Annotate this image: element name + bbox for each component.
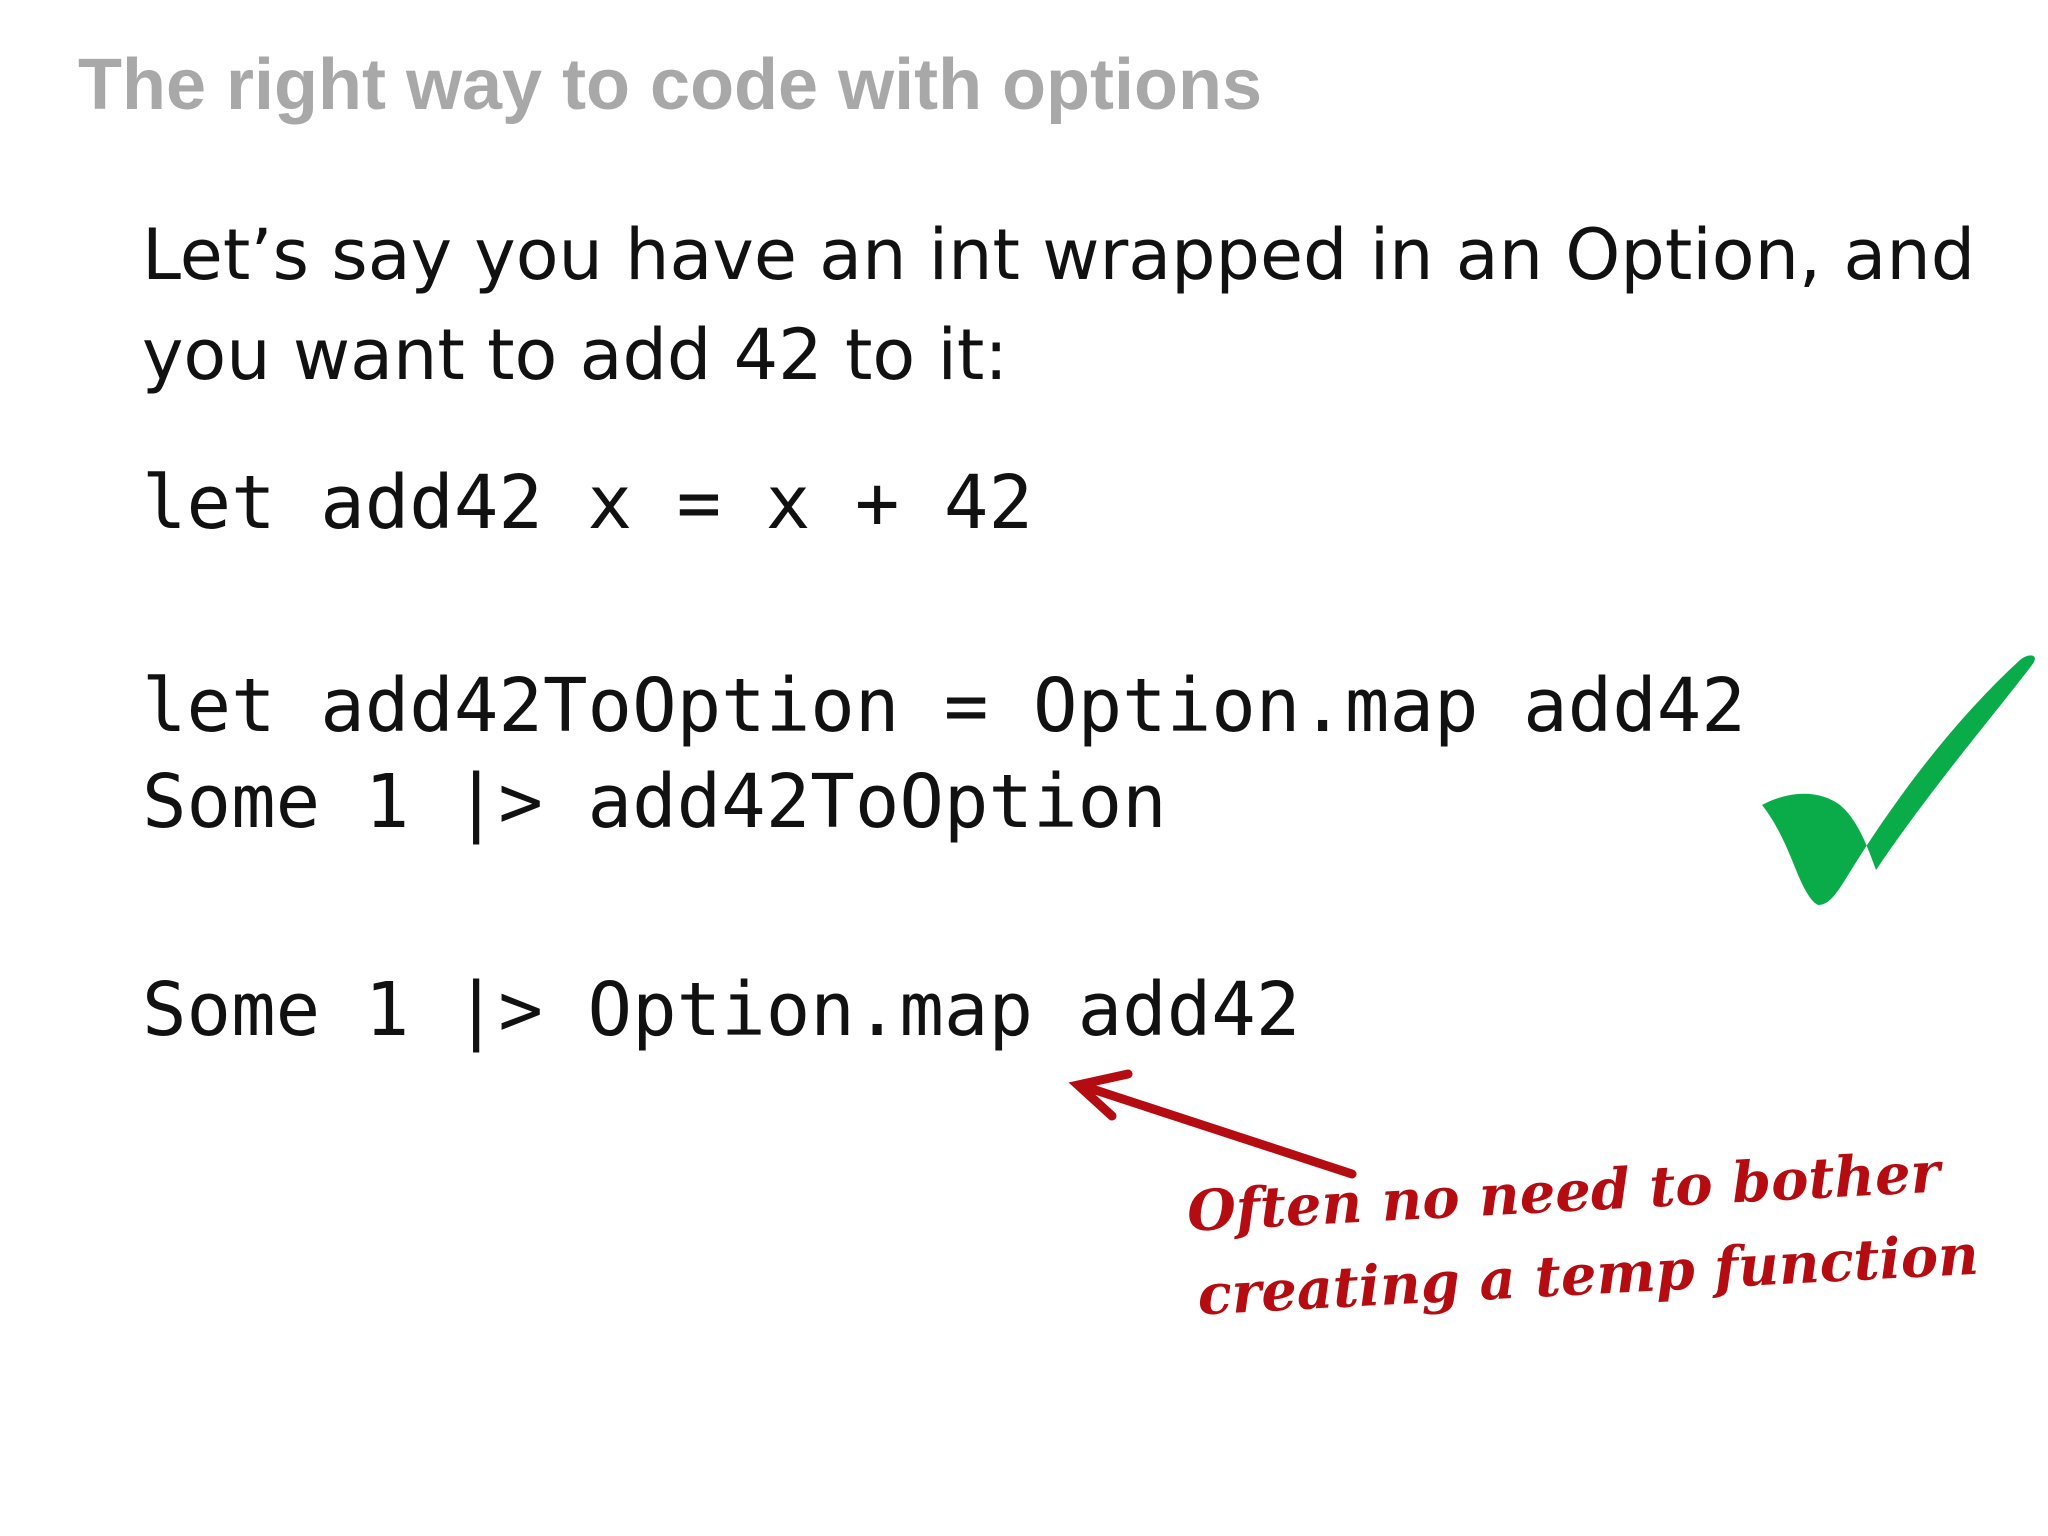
intro-line-2: you want to add 42 to it:	[142, 314, 1008, 396]
code-line-3: Some 1 |> add42ToOption	[142, 759, 1167, 845]
checkmark-icon	[1762, 655, 2035, 905]
arrow-icon	[1068, 1069, 1357, 1179]
code-line-1: let add42 x = x + 42	[142, 460, 1034, 546]
intro-text: Let’s say you have an int wrapped in an …	[142, 205, 1976, 405]
intro-line-1: Let’s say you have an int wrapped in an …	[142, 214, 1976, 296]
code-line-2: let add42ToOption = Option.map add42	[142, 663, 1746, 749]
code-line-4: Some 1 |> Option.map add42	[142, 967, 1301, 1053]
annotation-note: Often no need to bother creating a temp …	[1185, 1129, 1981, 1338]
slide-title: The right way to code with options	[78, 45, 1262, 125]
